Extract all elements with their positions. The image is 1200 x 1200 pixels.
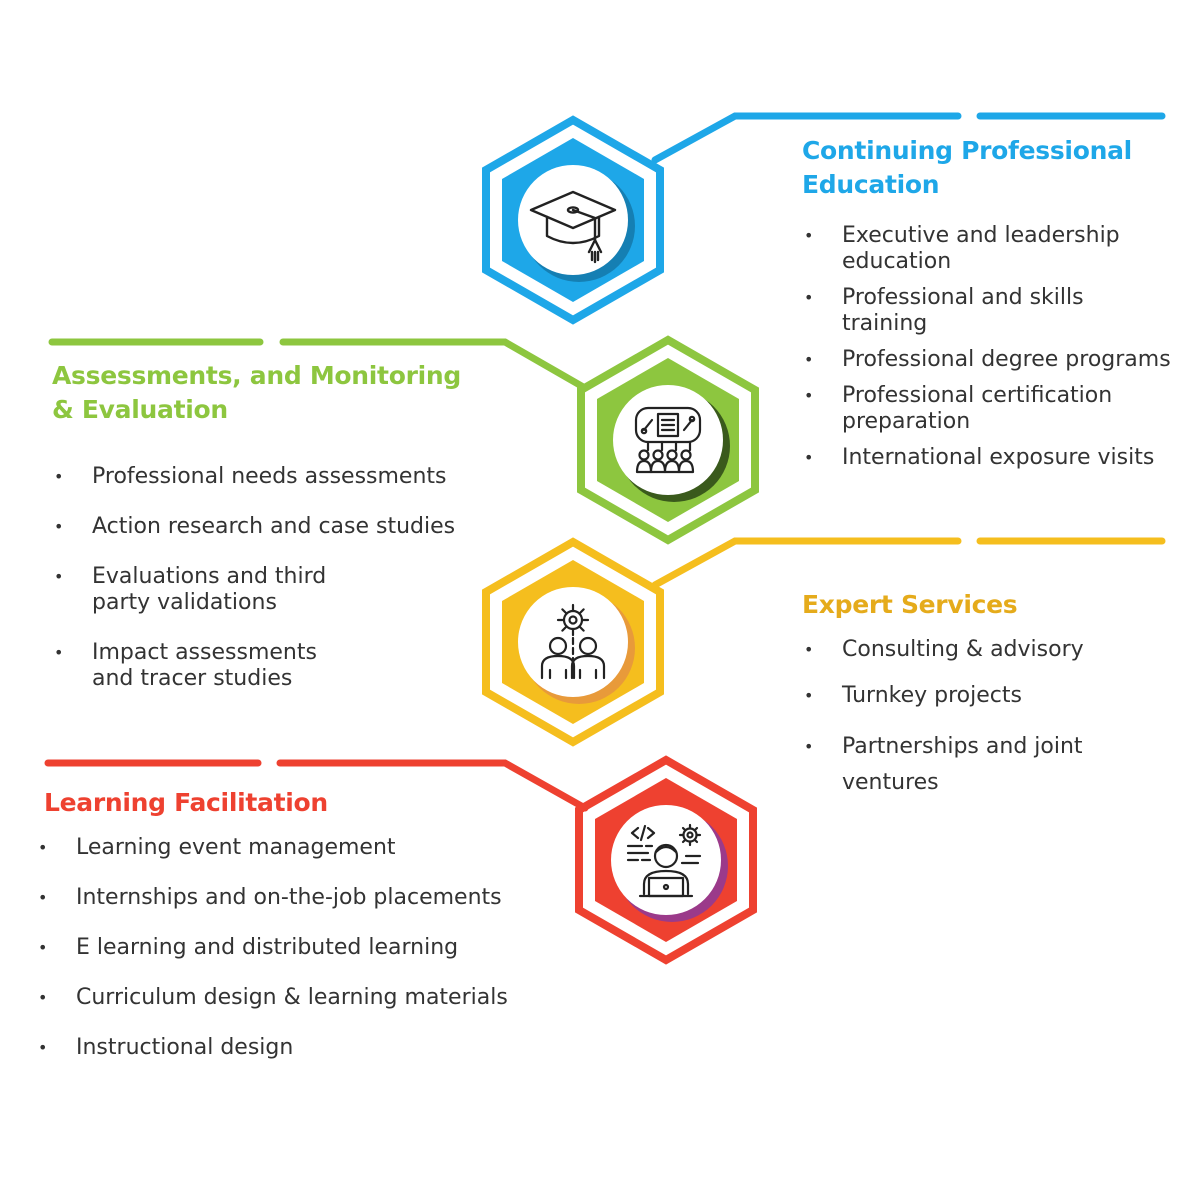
list-item: Professional certification preparation <box>802 383 1172 435</box>
list-item: Partnerships and joint ventures <box>802 729 1102 801</box>
list-item: Curriculum design & learning materials <box>36 985 576 1011</box>
connector-red <box>44 759 589 812</box>
list-item: Executive and leadership education <box>802 223 1172 275</box>
list-item: Internships and on-the-job placements <box>36 885 576 911</box>
es-list: Consulting & advisory Turnkey projects P… <box>802 637 1102 821</box>
title-line: Education <box>802 170 940 199</box>
connector-green <box>48 338 589 392</box>
section-title-lf: Learning Facilitation <box>44 786 328 820</box>
list-item: E learning and distributed learning <box>36 935 576 961</box>
title-line: & Evaluation <box>52 395 228 424</box>
list-item: Evaluations and third party validations <box>52 564 342 616</box>
graduation-cap-icon <box>529 190 617 264</box>
list-item: Instructional design <box>36 1035 576 1061</box>
connector-yellow <box>651 537 1166 589</box>
ame-list: Professional needs assessments Action re… <box>52 464 455 716</box>
section-title-cpe: Continuing Professional Education <box>802 134 1132 202</box>
hexagon-green <box>577 335 759 545</box>
list-item: Action research and case studies <box>52 514 455 540</box>
list-item: Impact assessments and tracer studies <box>52 640 342 692</box>
title-line: Expert Services <box>802 590 1018 619</box>
lf-list: Learning event management Internships an… <box>36 835 576 1085</box>
connector-blue <box>651 112 1166 164</box>
title-line: Learning Facilitation <box>44 788 328 817</box>
section-title-es: Expert Services <box>802 588 1018 622</box>
list-item: Professional degree programs <box>802 347 1172 373</box>
list-item: International exposure visits <box>802 445 1172 471</box>
presentation-board-audience-icon <box>634 406 702 474</box>
section-title-ame: Assessments, and Monitoring & Evaluation <box>52 359 461 427</box>
developer-laptop-icon <box>626 823 702 898</box>
list-item: Consulting & advisory <box>802 637 1102 663</box>
list-item: Turnkey projects <box>802 683 1102 709</box>
title-line: Continuing Professional <box>802 136 1132 165</box>
title-line: Assessments, and Monitoring <box>52 361 461 390</box>
cpe-list: Executive and leadership education Profe… <box>802 223 1172 481</box>
hexagon-blue <box>482 115 664 325</box>
list-item: Professional and skills training <box>802 285 1172 337</box>
list-item: Learning event management <box>36 835 576 861</box>
list-item: Professional needs assessments <box>52 464 447 490</box>
team-gear-icon <box>540 603 606 680</box>
